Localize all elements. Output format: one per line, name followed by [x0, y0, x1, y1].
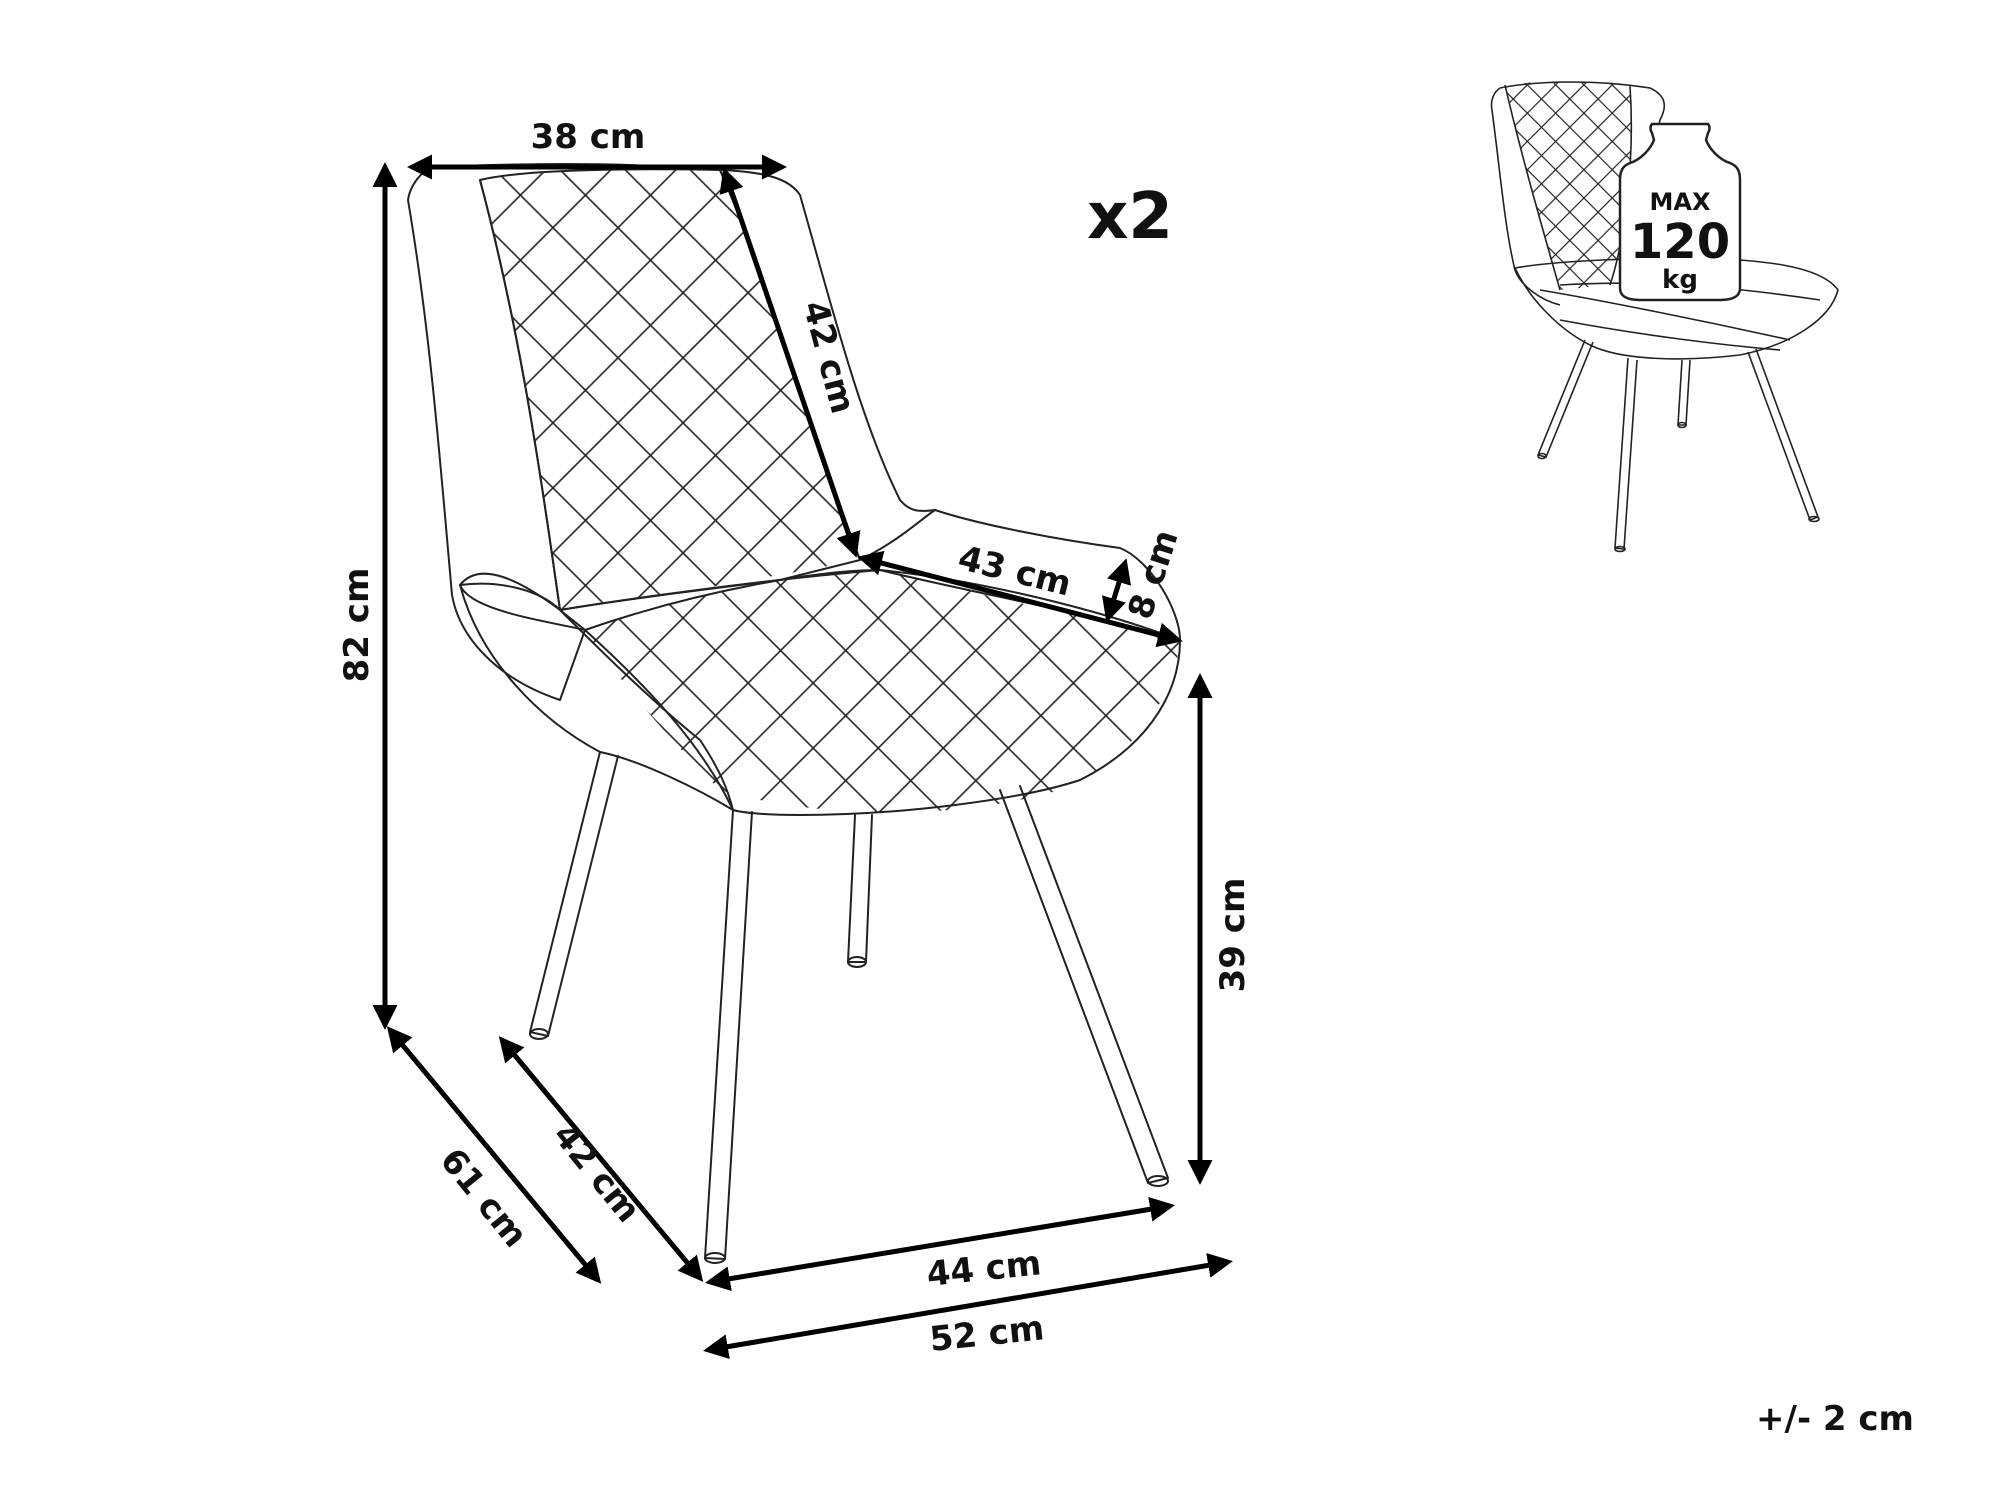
label-total-width: 52 cm — [928, 1308, 1046, 1360]
arrow-seat-thickness — [1101, 558, 1132, 623]
label-backrest-width: 38 cm — [531, 117, 646, 157]
arrow-inner-depth — [498, 1036, 704, 1282]
arrow-seat-depth — [857, 550, 1183, 648]
arrow-backrest-height — [719, 167, 861, 558]
dimension-arrows — [372, 154, 1233, 1359]
max-load-line3: kg — [1662, 265, 1698, 295]
arrow-total-width — [703, 1253, 1233, 1359]
label-inner-width: 44 cm — [925, 1243, 1043, 1295]
label-seat-height: 39 cm — [1213, 878, 1253, 993]
tolerance-label: +/- 2 cm — [1756, 1399, 1914, 1439]
max-load-illustration: MAX 120 kg — [1490, 81, 1839, 553]
label-total-depth: 61 cm — [432, 1141, 535, 1255]
seat-quilting — [585, 570, 1180, 813]
label-total-height: 82 cm — [337, 568, 377, 683]
label-seat-thickness: 8 cm — [1120, 525, 1186, 624]
weight-bottle-icon — [1618, 122, 1742, 302]
max-load-line2: 120 — [1630, 214, 1730, 270]
label-inner-depth: 42 cm — [545, 1116, 648, 1230]
quantity-label: x2 — [1087, 180, 1173, 254]
max-load-line1: MAX — [1650, 188, 1711, 216]
